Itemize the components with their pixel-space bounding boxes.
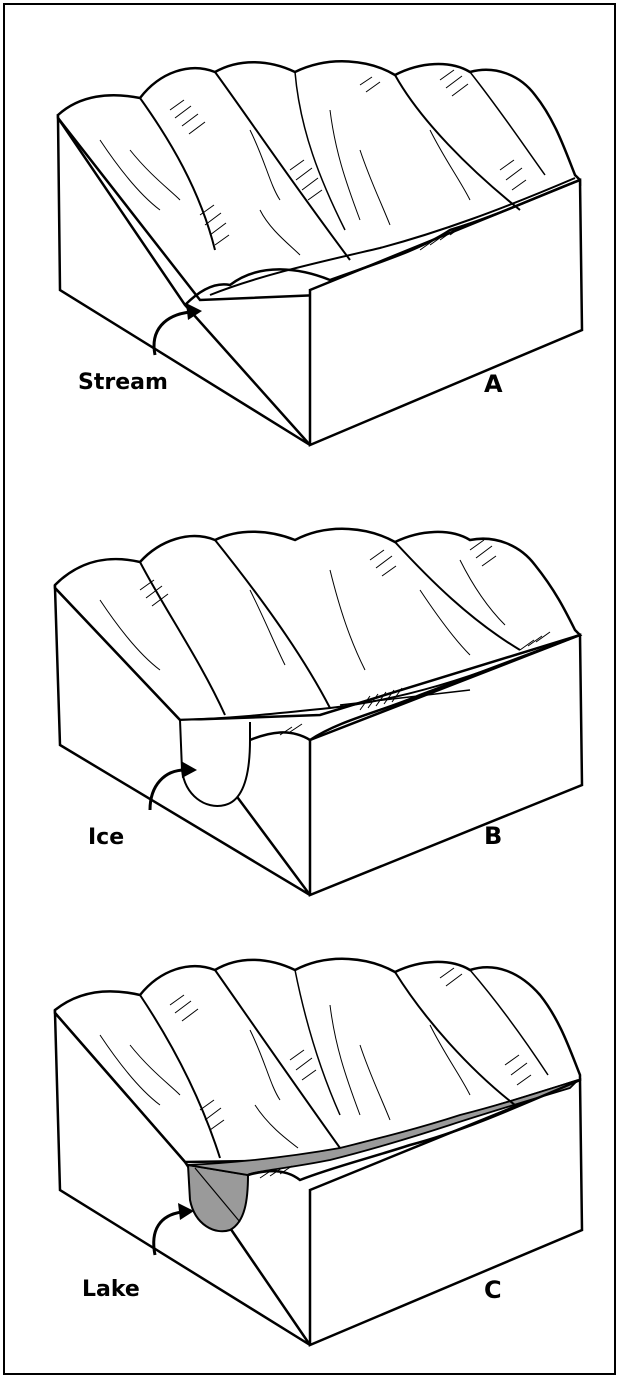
panel-letter-c: C <box>484 1276 502 1304</box>
panel-a-stream-valley: Stream A <box>0 0 623 460</box>
panel-letter-a: A <box>484 370 503 398</box>
ice-label: Ice <box>88 825 124 850</box>
stream-label: Stream <box>78 370 168 395</box>
panel-letter-b: B <box>484 822 502 850</box>
panel-c-lake-valley: Lake C <box>0 900 623 1360</box>
lake-label: Lake <box>82 1277 140 1302</box>
ice-u-valley-section <box>180 720 250 806</box>
panel-b-glacier-valley: Ice B <box>0 450 623 910</box>
